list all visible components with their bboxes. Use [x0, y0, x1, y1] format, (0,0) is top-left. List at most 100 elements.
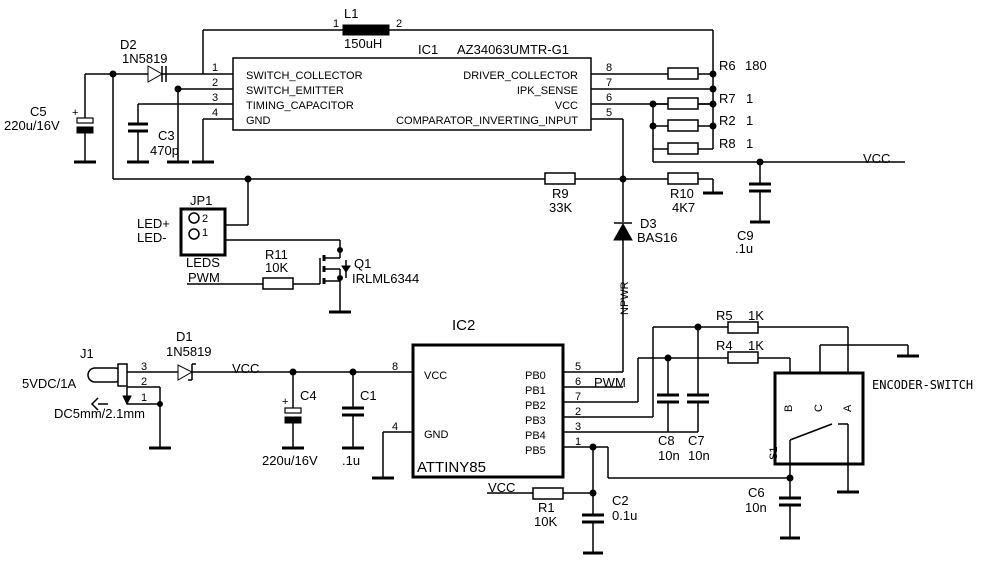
- jp1-ref: JP1: [190, 193, 212, 208]
- sense-resistors: R7 1 R2 1 R8 1 VCC: [649, 91, 905, 166]
- j1-desc: DC5mm/2.1mm: [54, 406, 145, 421]
- c8-capacitor: C8 10n: [657, 358, 680, 463]
- ic2-pb3-name: PB3: [525, 415, 546, 427]
- c8-value: 10n: [658, 448, 680, 463]
- r5-value: 1K: [748, 308, 764, 323]
- c3-ref: C3: [158, 128, 175, 143]
- c2-capacitor: C2 0.1u: [582, 493, 637, 555]
- c6-ref: C6: [748, 485, 765, 500]
- r5-resistor: R5 1K: [694, 308, 849, 373]
- net-vcc-top: VCC: [863, 151, 890, 166]
- ic1-pin3-name: TIMING_CAPACITOR: [246, 100, 354, 112]
- ic1-block: IC1 AZ34063UMTR-G1 SWITCH_COLLECTOR SWIT…: [138, 42, 713, 131]
- s1-pin-c: C: [813, 404, 825, 412]
- c4-capacitor: + C4 220u/16V: [262, 368, 318, 468]
- r9-value: 33K: [549, 200, 572, 215]
- svg-text:+: +: [282, 396, 288, 408]
- net-npwr: NPWR: [619, 281, 631, 315]
- c6-value: 10n: [745, 500, 767, 515]
- c9-ref: C9: [737, 228, 754, 243]
- jp1-led-minus: LED-: [137, 230, 167, 245]
- s1-encoder: B C A S1 ENCODER-SWITCH: [768, 344, 973, 494]
- ic1-part: AZ34063UMTR-G1: [457, 42, 569, 57]
- ic1-pin2-num: 2: [212, 77, 218, 89]
- d1-ref: D1: [176, 329, 193, 344]
- r8-ref: R8: [719, 136, 736, 151]
- ic1-pin4-num: 4: [212, 107, 218, 119]
- q1-ref: Q1: [354, 256, 371, 271]
- d3-ref: D3: [640, 216, 657, 231]
- r9-resistor: R9 33K: [544, 172, 668, 215]
- jp1-pin1: 1: [202, 227, 208, 239]
- j1-pin3: 3: [141, 361, 147, 373]
- ic1-pin8-num: 8: [606, 62, 612, 74]
- s1-name: ENCODER-SWITCH: [872, 378, 973, 392]
- ic2-pb1-name: PB1: [525, 385, 546, 397]
- net-pwm-r11: PWM: [188, 270, 220, 285]
- d2-diode: D2 1N5819: [85, 37, 203, 83]
- ic2-part: ATTINY85: [417, 459, 486, 476]
- ic1-ref: IC1: [418, 42, 438, 57]
- ic2-pin7-num: 7: [575, 391, 581, 403]
- c5-value: 220u/16V: [4, 118, 60, 133]
- d3-value: BAS16: [637, 230, 677, 245]
- ic1-pin1-name: SWITCH_COLLECTOR: [246, 70, 363, 82]
- r11-resistor: R11 10K PWM: [187, 247, 320, 290]
- r11-ref: R11: [265, 247, 288, 262]
- c1-capacitor: C1 .1u: [342, 368, 377, 468]
- j1-pin2: 2: [141, 376, 147, 388]
- ic2-pin8-num: 8: [392, 361, 398, 373]
- s1-pin-b: B: [783, 405, 795, 412]
- c9-capacitor: C9 .1u: [735, 158, 771, 256]
- ic1-pin7-name: IPK_SENSE: [517, 85, 578, 97]
- l1-inductor: L1 1 2 150uH: [202, 6, 714, 104]
- ic2-pin1-num: 1: [575, 436, 581, 448]
- r1-value: 10K: [534, 514, 557, 529]
- ic2-ref: IC2: [452, 317, 475, 334]
- j1-ref: J1: [80, 346, 94, 361]
- c4-ref: C4: [300, 388, 317, 403]
- c7-capacitor: C7 10n: [687, 327, 710, 463]
- net-pwm-ic2: PWM: [594, 375, 626, 390]
- jp1-name: LEDS: [186, 255, 220, 270]
- d3-diode: D3 BAS16 NPWR: [613, 216, 677, 372]
- q1-mosfet: Q1 IRLML6344: [319, 239, 419, 314]
- r4-resistor: R4 1K: [664, 338, 791, 373]
- r2-value: 1: [746, 113, 753, 128]
- ic1-pin5-num: 5: [606, 107, 612, 119]
- c6-capacitor: C6 10n: [745, 485, 801, 540]
- l1-value: 150uH: [344, 36, 382, 51]
- l1-pin1: 1: [333, 18, 339, 30]
- r11-value: 10K: [265, 260, 288, 275]
- ic2-pb4-name: PB4: [525, 430, 546, 442]
- r7-value: 1: [746, 91, 753, 106]
- d1-value: 1N5819: [166, 344, 212, 359]
- j1-pin1: 1: [141, 392, 147, 404]
- jp1-pin2: 2: [202, 213, 208, 225]
- r2-ref: R2: [719, 113, 736, 128]
- net-vcc-main: VCC: [232, 361, 259, 376]
- ic1-pin2-name: SWITCH_EMITTER: [246, 85, 344, 97]
- c2-ref: C2: [612, 493, 629, 508]
- j1-dc-jack: J1 5VDC/1A DC5mm/2.1mm 3 2 1: [22, 346, 178, 450]
- jp1-connector: 2 1 JP1 LED+ LED- LEDS: [137, 179, 335, 270]
- ic2-pin4-num: 4: [392, 421, 398, 433]
- l1-ref: L1: [344, 6, 358, 21]
- q1-value: IRLML6344: [352, 271, 419, 286]
- ic1-pin4-name: GND: [246, 115, 271, 127]
- c5-ref: C5: [30, 104, 47, 119]
- c4-value: 220u/16V: [262, 453, 318, 468]
- c7-value: 10n: [688, 448, 710, 463]
- net-vcc-r1: VCC: [488, 480, 515, 495]
- c3-value: 470p: [150, 143, 179, 158]
- d1-diode: D1 1N5819 VCC: [166, 329, 353, 381]
- s1-pin-a: A: [842, 404, 854, 412]
- c8-ref: C8: [658, 433, 675, 448]
- ic1-pin7-num: 7: [606, 77, 612, 89]
- r4-value: 1K: [748, 338, 764, 353]
- jp1-led-plus: LED+: [137, 216, 170, 231]
- j1-value: 5VDC/1A: [22, 376, 77, 391]
- r6-resistor: R6 180: [667, 58, 767, 80]
